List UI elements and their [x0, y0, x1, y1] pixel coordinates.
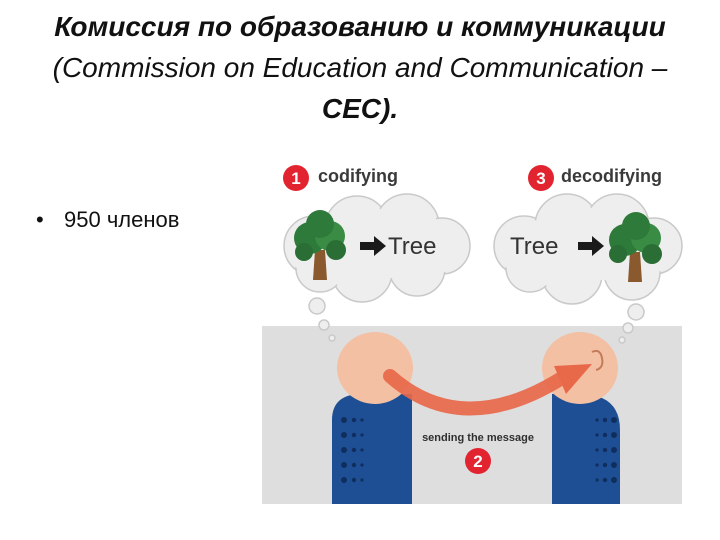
- communication-diagram: 1 codifying 3 decodifying: [262, 150, 692, 510]
- title-russian: Комиссия по образованию и коммуникации: [54, 11, 666, 42]
- step-3-label: decodifying: [561, 166, 662, 186]
- step-2-badge: 2: [465, 448, 491, 474]
- bullet-item: • 950 членов: [36, 205, 179, 235]
- svg-text:1: 1: [291, 169, 300, 188]
- receiver-person: [542, 332, 620, 504]
- step-3-badge: 3: [528, 165, 554, 191]
- bullet-list: • 950 членов: [36, 205, 179, 235]
- title-acronym: CEC).: [321, 93, 399, 124]
- communication-illustration: 1 codifying 3 decodifying: [262, 165, 683, 504]
- tree-icon: [609, 212, 662, 282]
- tree-icon: [294, 210, 346, 280]
- svg-text:3: 3: [536, 169, 545, 188]
- right-bubble-word: Tree: [510, 233, 558, 260]
- svg-text:2: 2: [473, 452, 482, 471]
- right-thought-cloud: [493, 193, 683, 344]
- bullet-dot: •: [36, 207, 44, 232]
- arrow-right-icon: [578, 236, 604, 256]
- message-arrow-icon: [383, 364, 592, 416]
- ear-icon: [591, 349, 604, 371]
- title-english: (Commission on Education and Communicati…: [52, 52, 668, 83]
- step-1-label: codifying: [318, 166, 398, 186]
- left-bubble-word: Tree: [388, 233, 436, 260]
- bullet-text: 950 членов: [64, 207, 180, 232]
- arrow-right-icon: [360, 236, 386, 256]
- sender-person: [332, 332, 413, 504]
- step-2-label: sending the message: [422, 432, 534, 444]
- slide-title: Комиссия по образованию и коммуникации (…: [20, 6, 700, 129]
- step-1-badge: 1: [283, 165, 309, 191]
